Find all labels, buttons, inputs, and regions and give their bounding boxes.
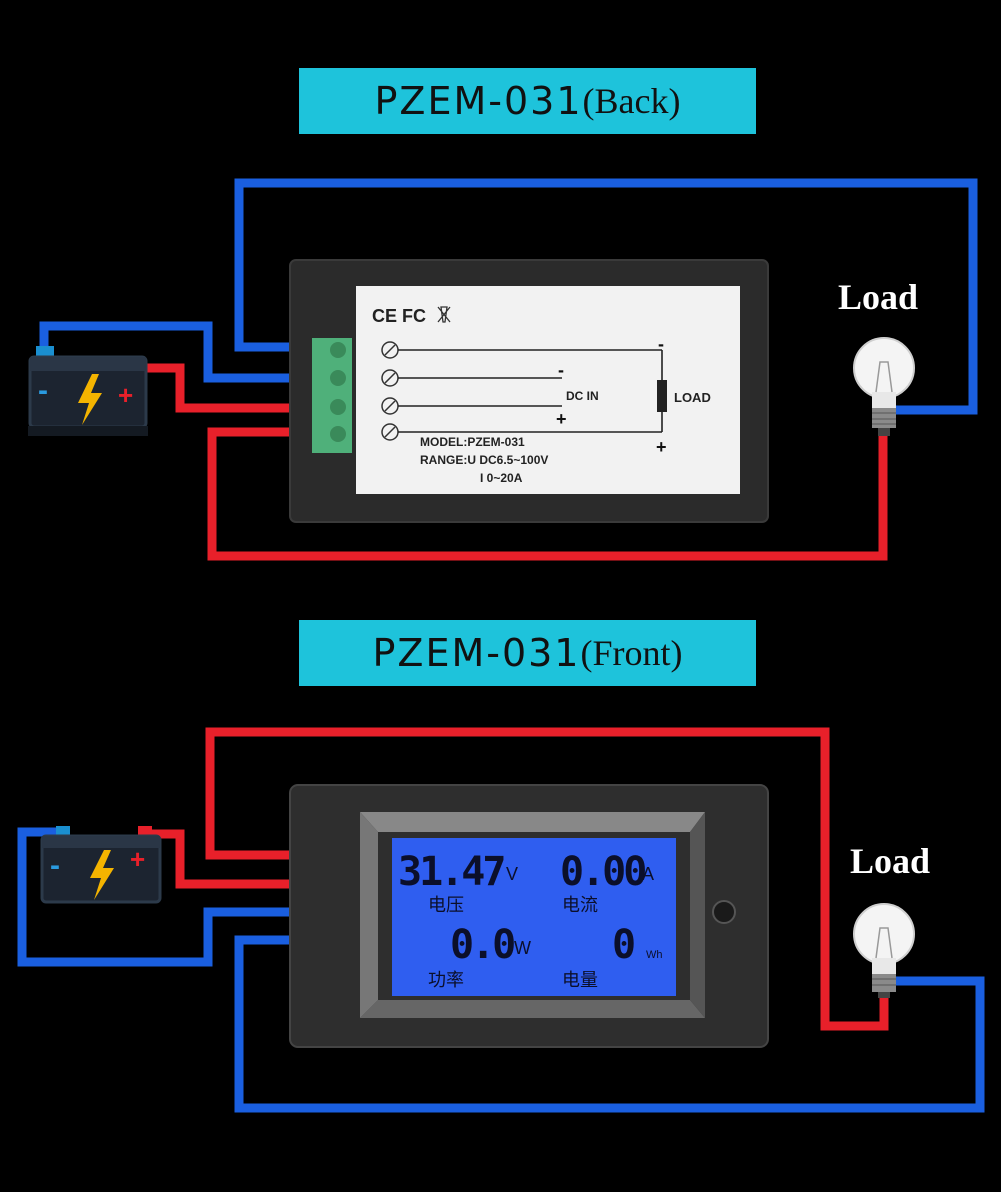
back-wires xyxy=(39,178,978,561)
svg-text:+: + xyxy=(118,380,133,410)
power-unit: W xyxy=(514,938,531,958)
front-blue-battery-wire xyxy=(17,827,290,967)
front-meter: 31.47 V 电压 0.00 A 电流 0.0 W 功率 0 Wh 电量 xyxy=(289,784,769,1048)
load-terminal-label: LOAD xyxy=(674,390,711,405)
model-label: MODEL:PZEM-031 xyxy=(420,435,525,449)
lcd-screen xyxy=(392,838,676,996)
reset-button[interactable] xyxy=(712,900,736,924)
plus-2: + xyxy=(656,437,667,457)
minus-1: - xyxy=(658,334,664,354)
front-red-battery-wire xyxy=(150,829,290,889)
front-title-model: PZEM-031 xyxy=(372,631,581,675)
svg-text:-: - xyxy=(38,374,48,407)
front-wires xyxy=(17,727,985,1113)
voltage-unit: V xyxy=(506,864,518,884)
voltage-label: 电压 xyxy=(428,895,464,916)
power-label: 功率 xyxy=(428,970,464,991)
back-battery: - + xyxy=(28,346,148,436)
back-red-load-wire xyxy=(207,427,888,561)
front-title-banner: PZEM-031(Front) xyxy=(299,620,756,686)
minus-2: - xyxy=(558,360,564,380)
back-title-model: PZEM-031 xyxy=(374,79,583,123)
front-load-label: Load xyxy=(850,841,931,881)
cert-marks: CE FC xyxy=(372,306,426,326)
front-title-side: (Front) xyxy=(580,633,683,673)
dc-in-label: DC IN xyxy=(566,389,599,403)
weee-bin-icon xyxy=(437,306,451,323)
current-label: 电流 xyxy=(562,895,598,916)
back-battery-bolt-icon xyxy=(78,374,102,425)
front-battery-bolt-icon xyxy=(90,850,114,900)
back-meter: CE FC - - + + DC IN LOAD xyxy=(289,259,769,523)
front-blue-load-wire xyxy=(234,935,985,1113)
back-title-banner: PZEM-031(Back) xyxy=(299,68,756,134)
back-load-label: Load xyxy=(838,277,919,317)
energy-unit: Wh xyxy=(646,949,663,961)
back-red-battery-wire xyxy=(128,363,330,413)
power-value: 0.0 xyxy=(450,922,514,968)
front-battery: - + xyxy=(40,826,162,904)
front-red-load-wire xyxy=(205,727,889,1031)
energy-value: 0 xyxy=(612,922,636,968)
plus-1: + xyxy=(556,409,567,429)
energy-label: 电量 xyxy=(562,970,598,991)
back-bulb-icon xyxy=(853,337,915,436)
current-value: 0.00 xyxy=(560,849,645,895)
svg-text:-: - xyxy=(50,849,60,882)
range-i-label: I 0~20A xyxy=(480,471,523,485)
svg-text:+: + xyxy=(130,844,145,874)
back-title-side: (Back) xyxy=(582,81,681,121)
voltage-value: 31.47 xyxy=(398,849,504,895)
range-u-label: RANGE:U DC6.5~100V xyxy=(420,453,548,467)
current-unit: A xyxy=(642,864,654,884)
front-bulb-icon xyxy=(853,903,915,998)
back-blue-load-wire xyxy=(234,178,978,415)
back-blue-battery-wire xyxy=(39,321,330,383)
